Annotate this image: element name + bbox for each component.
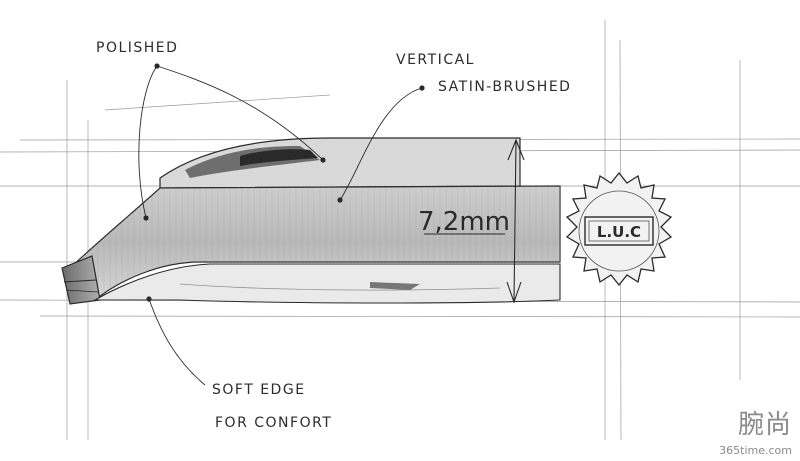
watch-case [61,137,561,305]
polished-label: POLISHED [96,40,178,56]
watermark-url: 365time.com [719,444,792,457]
seal-text: L.U.C [597,223,641,241]
vertical-label: VERTICAL [396,52,475,68]
leader-dots [143,63,425,302]
soft-edge-label: SOFT EDGE [212,382,306,398]
thickness-dimension [424,138,525,304]
watermark-logo: 腕尚 [737,410,792,440]
satin-brushed-label: SATIN-BRUSHED [438,79,571,95]
soft-edge-caseback [92,263,561,304]
thickness-label: 7,2mm [418,207,510,237]
leader-lines [138,65,423,386]
luc-seal: L.U.C [565,171,673,287]
for-confort-label: FOR CONFORT [215,415,332,431]
